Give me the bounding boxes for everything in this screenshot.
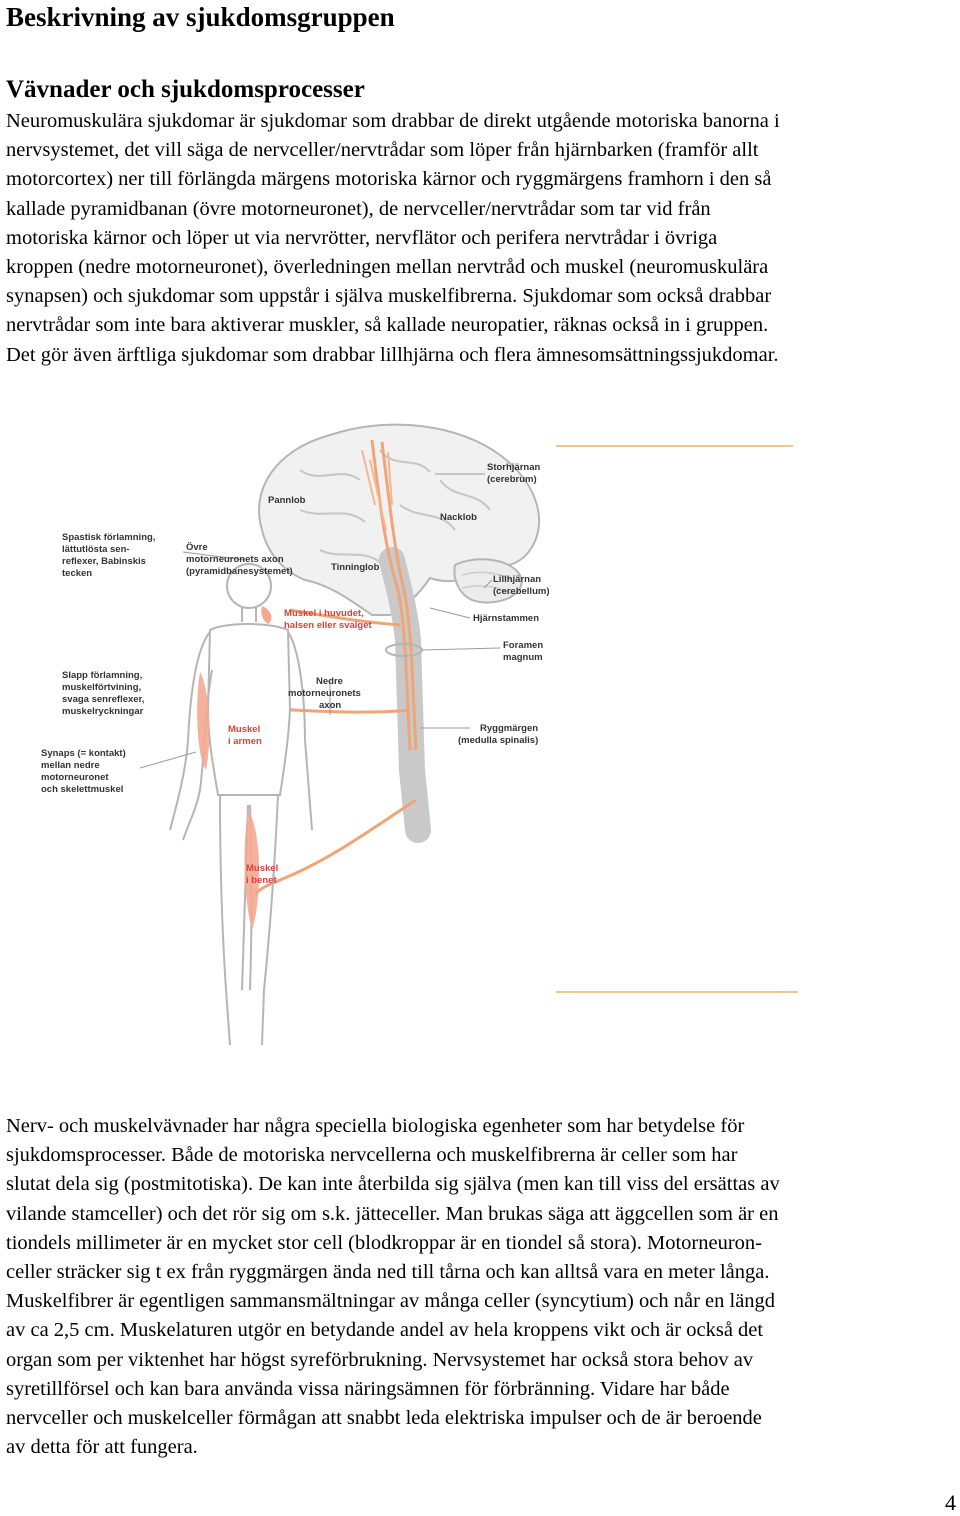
page-number: 4: [945, 1490, 956, 1515]
label-magnum: magnum: [503, 652, 543, 663]
paragraph-line: Nerv- och muskelvävnader har några speci…: [6, 1115, 745, 1137]
cerebellum: [453, 558, 523, 604]
paragraph-line: nervsystemet, det vill säga de nervcelle…: [6, 139, 759, 162]
label-spastisk-4: tecken: [62, 568, 92, 579]
label-storhjarnan: Storhjärnan: [487, 462, 541, 473]
label-ovre-2: motorneuronets axon: [186, 554, 284, 565]
brainstem-spinal-cord: [379, 547, 431, 843]
label-spastisk-3: reflexer, Babinskis: [62, 556, 146, 567]
label-nedre-3: axon: [319, 700, 341, 711]
label-ovre-3: (pyramidbanesystemet): [186, 566, 293, 577]
figure-right-arm: [287, 631, 313, 831]
label-hjarnstammen: Hjärnstammen: [473, 613, 539, 624]
section-heading: Vävnader och sjukdomsprocesser: [6, 76, 365, 103]
paragraph-line: nervtrådar som inte bara aktiverar muskl…: [6, 314, 769, 337]
cerebellum-folds: [461, 571, 515, 595]
figure-left-arm: [169, 631, 211, 831]
label-cerebrum: (cerebrum): [487, 474, 537, 485]
human-figure: [169, 563, 313, 1046]
label-lillhjarnan: Lillhjärnan: [493, 574, 541, 585]
paragraph-line: syretillförsel och kan bara använda viss…: [6, 1377, 730, 1400]
label-nedre-2: motorneuronets: [288, 688, 361, 699]
paragraph-line: av ca 2,5 cm. Muskelaturen utgör en bety…: [6, 1319, 764, 1342]
paragraph-line: vilande stamceller) och det rör sig om s…: [6, 1202, 779, 1225]
label-synaps-2: mellan nedre: [41, 760, 100, 771]
paragraph-line: Muskelfibrer är egentligen sammansmältni…: [6, 1290, 776, 1313]
label-slapp-2: muskelförtvining,: [62, 682, 141, 693]
paragraph-line: kallade pyramidbanan (övre motorneuronet…: [6, 197, 711, 220]
paragraph-line: Det gör även ärftliga sjukdomar som drab…: [6, 343, 779, 366]
paragraph-line: tiondels millimeter är en mycket stor ce…: [6, 1231, 762, 1254]
paragraph-line: celler sträcker sig t ex från ryggmärgen…: [6, 1261, 770, 1284]
figure-left-leg: [219, 794, 231, 1046]
paragraph-line: organ som per viktenhet har högst syrefö…: [6, 1348, 754, 1371]
page-heading: Beskrivning av sjukdomsgruppen: [6, 2, 395, 32]
label-ovre-1: Övre: [186, 542, 208, 553]
intro-paragraph: Neuromuskulära sjukdomar är sjukdomar so…: [6, 107, 958, 370]
label-synaps-4: och skelettmuskel: [41, 784, 123, 795]
label-nacklob: Nacklob: [440, 512, 477, 523]
label-muskel-benet-2: i benet: [246, 875, 277, 886]
figure-head: [226, 563, 272, 609]
paragraph-line: motoriska kärnor och löper ut via nervrö…: [6, 226, 718, 249]
label-tinninglob: Tinninglob: [331, 562, 380, 573]
upper-motor-neuron-axon: [370, 439, 412, 751]
paragraph-line: av detta för att fungera.: [6, 1436, 198, 1459]
arm-muscle: [197, 672, 210, 770]
label-cerebellum: (cerebellum): [493, 586, 550, 597]
label-synaps-3: motorneuronet: [41, 772, 109, 783]
figure-left-arm-inner: [182, 669, 213, 841]
label-foramen: Foramen: [503, 640, 543, 651]
figure-neck: [241, 607, 257, 622]
neck-muscle: [261, 606, 272, 624]
label-muskel-benet-1: Muskel: [246, 863, 278, 874]
label-muskel-huvud-2: halsen eller svalget: [284, 620, 372, 631]
label-muskel-armen-1: Muskel: [228, 724, 260, 735]
brain-folds: [299, 449, 491, 563]
figure-torso: [206, 623, 292, 796]
label-slapp-1: Slapp förlamning,: [62, 670, 142, 681]
paragraph-line: nervceller och muskelceller förmågan att…: [6, 1407, 762, 1430]
label-ryggmargen: Ryggmärgen: [480, 723, 538, 734]
leader-lines: [139, 473, 501, 769]
cortex-fibers: [361, 449, 393, 531]
upper-motor-neuron-axon-2: [380, 441, 418, 751]
label-spastisk-1: Spastisk förlamning,: [62, 532, 155, 543]
figure-right-leg: [261, 794, 279, 1046]
label-slapp-4: muskelryckningar: [62, 706, 144, 717]
brain-diagram: [249, 423, 541, 896]
leg-muscle: [244, 810, 260, 930]
label-medulla-spinalis: (medulla spinalis): [458, 735, 538, 746]
label-muskel-huvud-1: Muskel i huvudet,: [284, 608, 364, 619]
paragraph-line: kroppen (nedre motorneuronet), överledni…: [6, 256, 769, 279]
label-pannlob: Pannlob: [268, 495, 306, 506]
paragraph-line: motorcortex) ner till förlängda märgens …: [6, 168, 772, 191]
label-spastisk-2: lättutlösta sen-: [62, 544, 130, 555]
cranial-nerve-branch: [289, 608, 401, 627]
paragraph-line: Neuromuskulära sjukdomar är sjukdomar so…: [6, 110, 780, 132]
lower-motor-neuron-to-leg: [253, 798, 417, 896]
label-nedre-1: Nedre: [316, 676, 343, 687]
label-slapp-3: svaga senreflexer,: [62, 694, 144, 705]
paragraph-line: slutat dela sig (postmitotiska). De kan …: [6, 1173, 780, 1196]
paragraph-line: synapsen) och sjukdomar som uppstår i sj…: [6, 285, 772, 308]
motor-pathway-illustration: Storhjärnan (cerebrum) Pannlob Nacklob T…: [0, 410, 960, 1080]
tissue-paragraph: Nerv- och muskelvävnader har några speci…: [6, 1112, 958, 1462]
label-synaps-1: Synaps (= kontakt): [41, 748, 126, 759]
label-muskel-armen-2: i armen: [228, 736, 262, 747]
paragraph-line: sjukdomsprocesser. Både de motoriska ner…: [6, 1144, 738, 1167]
